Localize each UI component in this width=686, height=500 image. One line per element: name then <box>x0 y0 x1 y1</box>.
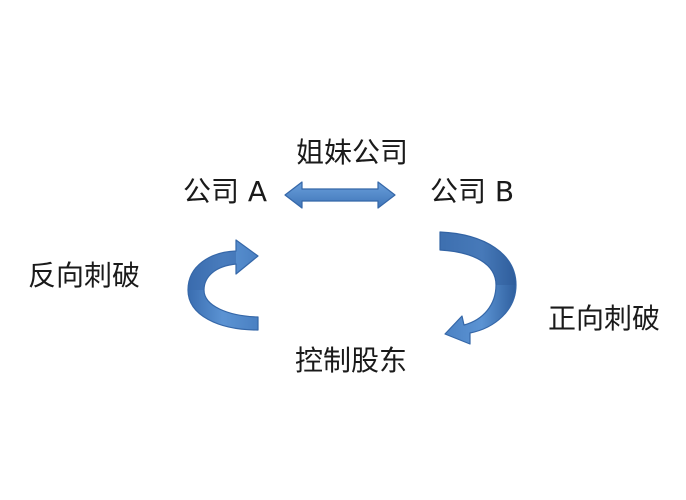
company-b-label: 公司 B <box>430 175 515 208</box>
reverse-piercing-label: 反向刺破 <box>28 259 141 292</box>
forward-arrow-outer-shade <box>440 232 516 285</box>
forward-piercing-curved-arrow-icon <box>439 231 517 345</box>
sister-company-label: 姐妹公司 <box>296 136 409 169</box>
reverse-arrow-inner-shade <box>188 251 236 290</box>
controlling-shareholder-label: 控制股东 <box>295 344 408 377</box>
forward-piercing-label: 正向刺破 <box>548 302 661 335</box>
double-headed-arrow-icon <box>284 181 396 209</box>
company-a-label: 公司 A <box>183 175 268 208</box>
